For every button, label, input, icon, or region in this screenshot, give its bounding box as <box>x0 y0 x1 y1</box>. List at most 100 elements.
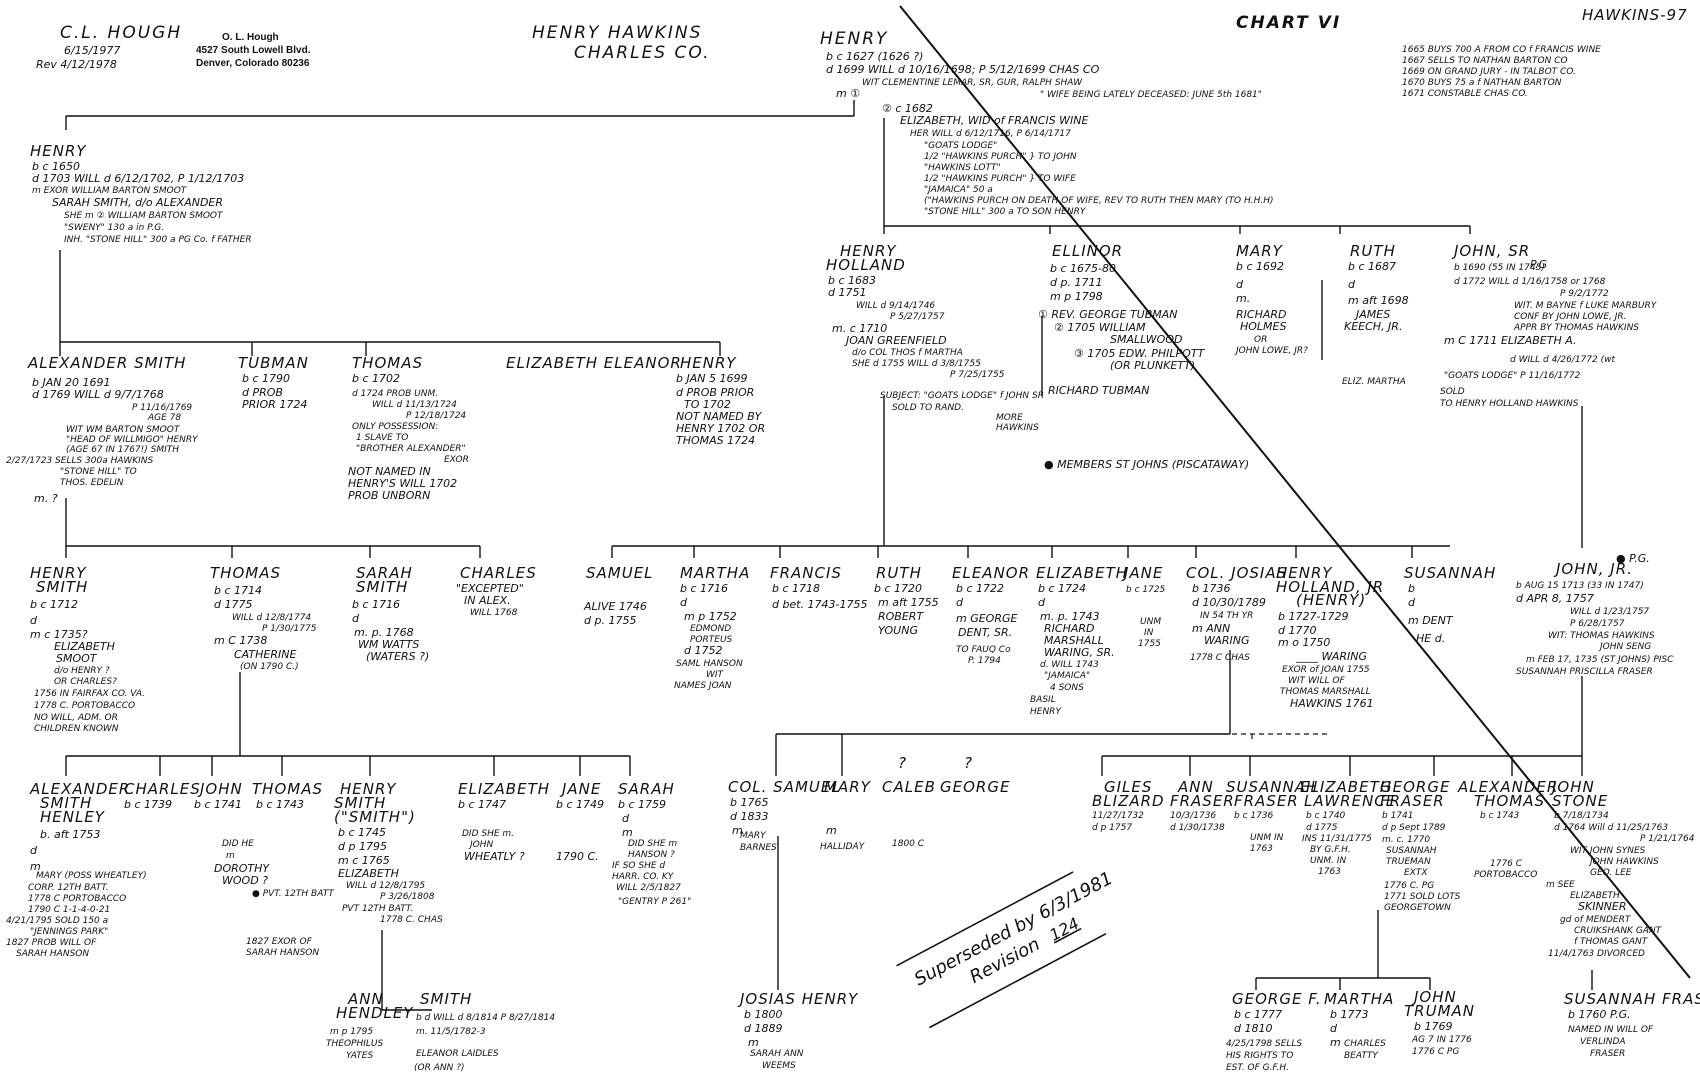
revision-date: Rev 4/12/1978 <box>36 58 117 71</box>
detail-line: TRUEMAN <box>1386 857 1431 867</box>
detail-line: d 1772 WILL d 1/16/1758 or 1768 <box>1454 277 1606 287</box>
detail-line: EXOR of JOAN 1755 <box>1282 665 1370 675</box>
typed-address-2: Denver, Colorado 80236 <box>196 58 310 69</box>
person-name: HENRY <box>340 780 397 798</box>
detail-line: b c 1683 <box>828 274 876 287</box>
detail-line: b JAN 20 1691 <box>32 376 110 389</box>
person-george-f: GEORGE F. b c 1777 d 1810 4/25/1798 SELL… <box>1226 990 1321 1073</box>
person-martha-1716: MARTHA b c 1716 d m p 1752 EDMOND PORTEU… <box>674 564 749 691</box>
person-name: STONE <box>1552 792 1608 810</box>
detail-line: m. <box>1236 292 1250 305</box>
person-name: ALEXANDER <box>29 780 130 798</box>
detail-line: CONF BY JOHN LOWE, JR. <box>1514 312 1627 322</box>
detail-line: d/o COL THOS f MARTHA <box>852 348 963 358</box>
detail-line: TO HENRY HOLLAND HAWKINS <box>1440 399 1579 409</box>
person-elizabeth-eleanor: ELIZABETH ELEANOR <box>506 354 682 372</box>
detail-line: m C 1711 ELIZABETH A. <box>1444 334 1576 347</box>
person-name: CHARLES <box>460 564 537 582</box>
detail-line: SUSANNAH <box>1386 846 1437 856</box>
person-john-truman: JOHN TRUMAN b 1769 AG 7 IN 1776 1776 C P… <box>1404 988 1474 1057</box>
detail-line: b c 1743 <box>256 798 304 811</box>
person-charles-excepted: CHARLES "EXCEPTED" IN ALEX. WILL 1768 <box>456 564 537 618</box>
detail-line: "STONE HILL" TO <box>60 467 137 477</box>
detail-line: d <box>956 596 964 609</box>
header: C.L. HOUGH 6/15/1977 Rev 4/12/1978 O. L.… <box>36 6 1687 71</box>
person-samuel: SAMUEL ALIVE 1746 d p. 1755 <box>583 564 653 627</box>
person-henry-smith-1745: HENRY SMITH ("SMITH") b c 1745 d p 1795 … <box>246 780 443 958</box>
chart-title: HENRY HAWKINS <box>532 23 702 43</box>
person-root-henry: HENRY b c 1627 (1626 ?) d 1699 WILL d 10… <box>820 29 1262 100</box>
person-name: FRANCIS <box>770 564 842 582</box>
detail-line: 1778 C. PORTOBACCO <box>34 701 135 711</box>
note-line: "STONE HILL" 300 a TO SON HENRY <box>924 207 1087 217</box>
detail-line: d APR 8, 1757 <box>1516 592 1594 605</box>
detail-line: m <box>30 860 41 873</box>
person-elizabeth-lawrence: ELIZABETH LAWRENCE b c 1740 d 1775 INS 1… <box>1300 778 1395 877</box>
detail-line: m FEB 17, 1735 (ST JOHNS) PISC <box>1526 655 1674 665</box>
detail-line: 4 SONS <box>1050 683 1084 693</box>
detail-line: SHE d 1755 WILL d 3/8/1755 <box>852 359 981 369</box>
person-elizabeth-1747: ELIZABETH b c 1747 DID SHE m. JOHN WHEAT… <box>458 780 549 863</box>
detail-line: b c 1716 <box>352 598 400 611</box>
person-name: SUSANNAH <box>1226 778 1318 796</box>
person-name: THOMAS <box>1474 792 1545 810</box>
person-name: RUTH <box>1350 242 1396 260</box>
person-thomas-1702: THOMAS b c 1702 d 1724 PROB UNM. WILL d … <box>348 354 469 502</box>
detail-line: b c 1650 <box>32 160 80 173</box>
person-name: THOMAS <box>352 354 423 372</box>
detail-line: 1827 EXOR OF <box>246 937 313 947</box>
person-col-samuel: COL. SAMUEL b 1765 d 1833 m MARY BARNES <box>728 778 841 853</box>
detail-line: m p 1752 <box>684 610 737 623</box>
detail-line: ? <box>964 754 973 772</box>
detail-line: BY G.F.H. <box>1310 845 1351 855</box>
detail-line: b c 1759 <box>618 798 666 811</box>
detail-line: IN ALEX. <box>464 594 511 607</box>
detail-line: m GEORGE <box>956 612 1018 625</box>
detail-line: m p 1795 <box>330 1027 373 1037</box>
detail-line: GEORGETOWN <box>1384 903 1451 913</box>
detail-line: WARING <box>1204 634 1250 647</box>
detail-line: b 1741 <box>1382 811 1413 821</box>
detail-line: P 9/2/1772 <box>1560 289 1609 299</box>
person-tubman: TUBMAN b c 1790 d PROB PRIOR 1724 <box>238 354 308 411</box>
detail-line: b. aft 1753 <box>40 828 100 841</box>
detail-line: 1800 C <box>892 839 925 849</box>
detail-line: "GENTRY P 261" <box>618 897 691 907</box>
typed-address-1: 4527 South Lowell Blvd. <box>196 45 311 56</box>
detail-line: m EXOR WILLIAM BARTON SMOOT <box>32 186 188 196</box>
detail-line: m <box>1330 1036 1341 1049</box>
detail-line: b c 1741 <box>194 798 242 811</box>
detail-line: WILL d 11/13/1724 <box>372 400 457 410</box>
person-name: CHARLES <box>124 780 201 798</box>
person-alexander-smith: ALEXANDER SMITH b JAN 20 1691 d 1769 WIL… <box>6 354 199 505</box>
detail-line: NOT NAMED IN <box>348 465 431 478</box>
detail-line: b c 1692 <box>1236 260 1284 273</box>
detail-line: SOLD TO RAND. <box>892 403 964 413</box>
person-alexander-thomas: ALEXANDER THOMAS b c 1743 1776 C PORTOBA… <box>1457 778 1558 880</box>
person-name: HENRY <box>30 564 87 582</box>
person-name: HENRY <box>680 354 737 372</box>
detail-line: IN <box>1144 628 1154 638</box>
detail-line: YATES <box>346 1051 373 1061</box>
person-john-stone: JOHN STONE b 7/18/1734 d 1764 Will d 11/… <box>1546 778 1695 959</box>
person-henry-holland-jr: HENRY HOLLAND, JR (HENRY) b 1727-1729 d … <box>1276 564 1383 710</box>
detail-line: DID SHE m. <box>462 829 514 839</box>
person-name: MARTHA <box>1324 990 1394 1008</box>
person-name: ALEXANDER <box>1457 778 1558 796</box>
detail-line: b c 1714 <box>214 584 262 597</box>
event-line: 1671 CONSTABLE CHAS CO. <box>1402 89 1528 99</box>
detail-line: 1778 C CHAS <box>1190 653 1250 663</box>
detail-line: JAMES <box>1354 308 1390 321</box>
detail-line: PORTOBACCO <box>1474 870 1537 880</box>
detail-line: FRASER <box>1590 1049 1625 1059</box>
detail-line: b 1765 <box>730 796 768 809</box>
person-henry-1650: HENRY b c 1650 d 1703 WILL d 6/12/1702, … <box>30 142 252 245</box>
person-charles-1739: CHARLES b c 1739 <box>124 780 201 811</box>
detail-line: b c 1736 <box>1234 811 1274 821</box>
note-line: "JAMAICA" 50 a <box>924 185 993 195</box>
person-name: COL. SAMUEL <box>728 778 841 796</box>
note-line: ("HAWKINS PURCH ON DEATH OF WIFE, REV TO… <box>924 196 1273 206</box>
detail-line: EST. OF G.F.H. <box>1226 1063 1289 1073</box>
person-john-sr: JOHN, SR P.G b 1690 (55 IN 1745) d 1772 … <box>1440 242 1658 409</box>
person-name: RUTH <box>876 564 922 582</box>
